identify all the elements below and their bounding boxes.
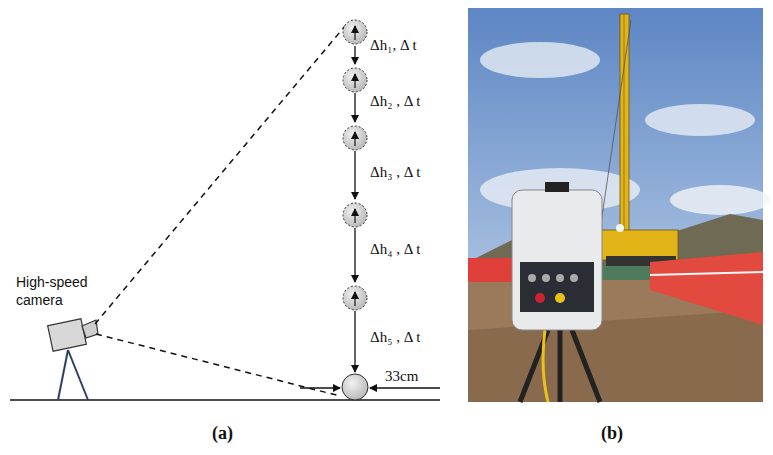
dimension-label: 33cm <box>383 367 420 385</box>
ball-positions <box>342 20 368 400</box>
device-label: High-speed camera <box>16 273 96 309</box>
site-photo <box>468 8 770 402</box>
interval-label: Δh₄ , Δ t <box>370 240 420 258</box>
camera-symbol <box>48 319 98 400</box>
interval-label: Δh₅ , Δ t <box>370 328 420 346</box>
interval-label: Δh₁, Δ t <box>370 36 417 54</box>
interval-label: Δh₂ , Δ t <box>370 92 420 110</box>
interval-label: Δh₃ , Δ t <box>370 163 420 181</box>
panel-label: (b) <box>601 424 623 442</box>
panel-label: (a) <box>212 424 233 442</box>
